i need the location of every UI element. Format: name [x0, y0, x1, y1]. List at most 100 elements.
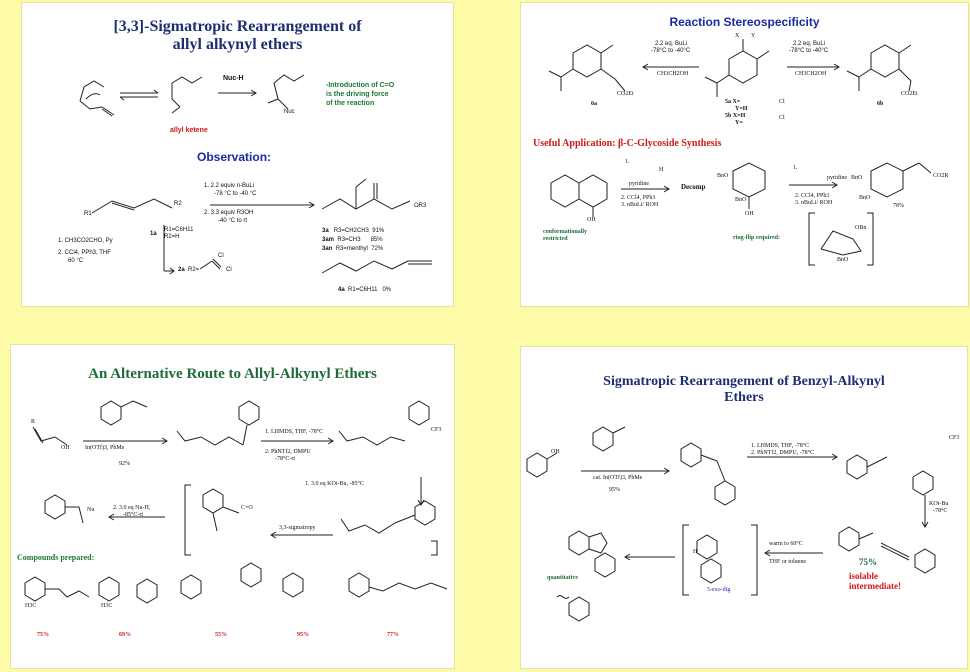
co2r-label: CO2R	[933, 173, 949, 179]
restricted-line2: restricted	[543, 236, 568, 242]
left-conditions: 2.2 eq. BuLi -78°C to -40°C	[651, 41, 690, 55]
yield-92: 92%	[119, 461, 130, 467]
bno-1: BnO	[717, 173, 729, 179]
result-id: 3a	[322, 228, 329, 234]
slide-reaction-stereospecificity: Reaction Stereospecificity	[521, 3, 968, 306]
x-label: X	[735, 33, 740, 39]
sigmatropy-label: 3,3-sigmatropy	[279, 525, 316, 531]
glyco2-step2: 2. CCl4, PPh3	[795, 193, 830, 199]
right-cond1: 2.2 eq. BuLi	[793, 41, 826, 47]
label-6a: 6a	[591, 101, 597, 107]
sub5a-2: Y=H	[735, 106, 748, 112]
cond-line4: -40 °C to rt	[218, 218, 248, 224]
conditions-bottom: 2. 3.3 equiv R3OH -40 °C to rt	[204, 209, 253, 225]
sub5a-1: 5a X=	[725, 99, 741, 105]
cyclization-bracket	[682, 524, 758, 596]
catalyst-label: In(OTf)3, PhMe	[85, 445, 125, 451]
yield-compound-3: 55%	[215, 632, 227, 638]
obn-label: OBn	[855, 225, 867, 231]
note-line2: is the driving force	[326, 91, 389, 98]
allyl-ketene-label: allyl ketene	[170, 127, 208, 134]
yield-95: 95%	[609, 487, 620, 493]
yield-compound-4: 95%	[297, 632, 309, 638]
slide3-schemes	[24, 400, 448, 604]
cond-line1: 1. 2.2 equiv n-BuLi	[204, 183, 255, 189]
nuc-arrow	[218, 89, 257, 97]
co2et-left: CO2Et	[617, 91, 634, 97]
enol-triflate-structure	[846, 454, 934, 496]
slide-sigmatropic-allyl-alkynyl: [3,3]-Sigmatropic Rearrangement of allyl…	[22, 3, 453, 306]
nuc-h-reagent: Nuc-H	[223, 75, 244, 82]
quantitative-label: quantitative	[547, 575, 579, 581]
substituents-1a: R1=C6H11 R2=H	[164, 227, 193, 241]
glyco-step3: 3. nBuLi/ ROH	[621, 202, 659, 208]
arrow-warm	[764, 549, 823, 557]
cl-bottom: Cl	[226, 267, 232, 273]
arrow-1	[581, 467, 670, 475]
benzyl-alkynyl-ether-structure	[838, 526, 936, 574]
bno-5: BnO	[837, 257, 849, 263]
cf3-label: CF3	[431, 427, 442, 433]
result-row-4a: 4a R1=C6H11 0%	[338, 287, 391, 293]
h-label: H	[693, 549, 698, 555]
amide-product-structure	[44, 494, 84, 524]
cond-line2: -78 °C to -40 °C	[214, 191, 257, 197]
warm-step: warm to 60°C	[769, 541, 803, 547]
r2-label: R2	[174, 201, 182, 207]
conditions-top: 1. 2.2 equiv n-BuLi -78 °C to -40 °C	[204, 182, 256, 198]
glyco-reagent-1: 1.	[625, 159, 630, 165]
bno-4: BnO	[859, 195, 871, 201]
observation-heading: Observation:	[197, 150, 272, 164]
equilibrium-arrows	[119, 89, 159, 101]
glyco2-steps: 2. CCl4, PPh3 3. nBuLi/ ROH	[795, 193, 832, 207]
solvent-step: THF or toluene	[769, 559, 806, 565]
arrow-indanone	[624, 553, 675, 561]
compounds-prepared-heading: Compounds prepared:	[17, 553, 95, 562]
cl-1: Cl	[779, 99, 785, 105]
lhmds-step: 1. LHMDS, THF, -78°C	[265, 429, 324, 435]
cond-line3: 2. 3.3 equiv R3OH	[204, 210, 254, 216]
arrow-triflation	[261, 437, 334, 445]
prep-step1: 1. CH3CO2CHO, Py	[58, 238, 113, 244]
yield-compound-5: 77%	[387, 632, 399, 638]
yield-compound-1: 75%	[37, 632, 49, 638]
label-2a: 2a	[178, 267, 185, 273]
cl-top: Cl	[218, 253, 224, 259]
benzyloxy-ketone-structure	[680, 442, 736, 506]
result-yield: 91%	[372, 228, 385, 234]
slide-benzyl-alkynyl: Sigmatropic Rearrangement of Benzyl-Alky…	[521, 347, 967, 668]
nucleophile-product	[267, 74, 305, 110]
oh-left: OH	[587, 217, 596, 223]
slide4-title: Sigmatropic Rearrangement of Benzyl-Alky…	[521, 374, 967, 406]
slide4-title-line1: Sigmatropic Rearrangement of Benzyl-Alky…	[603, 374, 885, 389]
observation-arrow	[210, 201, 315, 209]
phntf-step: 2. PhNTf2, DMPU -78°C-rt	[265, 449, 311, 463]
triflation-steps: 1. LHMDS, THF, -78°C 2. PhNTf2, DMPU, -7…	[751, 443, 814, 457]
right-cond3: CH3CH2OH	[795, 71, 827, 77]
arrow-2	[747, 453, 838, 461]
nuc-label: Nuc	[284, 109, 295, 115]
isolable-note: isolable intermediate!	[849, 571, 901, 591]
cyclohexyl-variant	[556, 595, 590, 622]
right-arrow	[787, 63, 840, 71]
result-row: 3an R3=menthyl 72%	[322, 245, 384, 254]
ring-flip-bracket	[808, 212, 874, 266]
allyl-alcohol-structure	[32, 426, 68, 446]
result-desc: R3=CH2CH3	[333, 228, 369, 234]
result-4a-desc: R1=C6H11	[348, 287, 378, 293]
note-line3: of the reaction	[326, 100, 375, 107]
ketene-structure	[202, 488, 240, 532]
glyco-pyridine: pyridine	[629, 181, 649, 187]
glyco-step2: 2. CCl4, PPh3	[621, 195, 656, 201]
base-step: KOt-Bu -78°C	[929, 501, 948, 515]
result-yield: 72%	[371, 246, 384, 252]
y-label: Y	[751, 33, 756, 39]
phntf-line1: 2. PhNTf2, DMPU	[265, 449, 311, 455]
kotbu-step: 1. 3.0 eq KOt-Bu, -85°C	[305, 481, 364, 487]
glyco2-pyridine: pyridine	[827, 175, 847, 181]
result-id: 3am	[322, 237, 335, 243]
benzyl-alcohol-structure	[526, 452, 558, 478]
substrate-5-structure	[704, 39, 770, 97]
diazoketone-structure-4	[592, 426, 626, 452]
kotbu-line1: KOt-Bu	[929, 501, 949, 507]
